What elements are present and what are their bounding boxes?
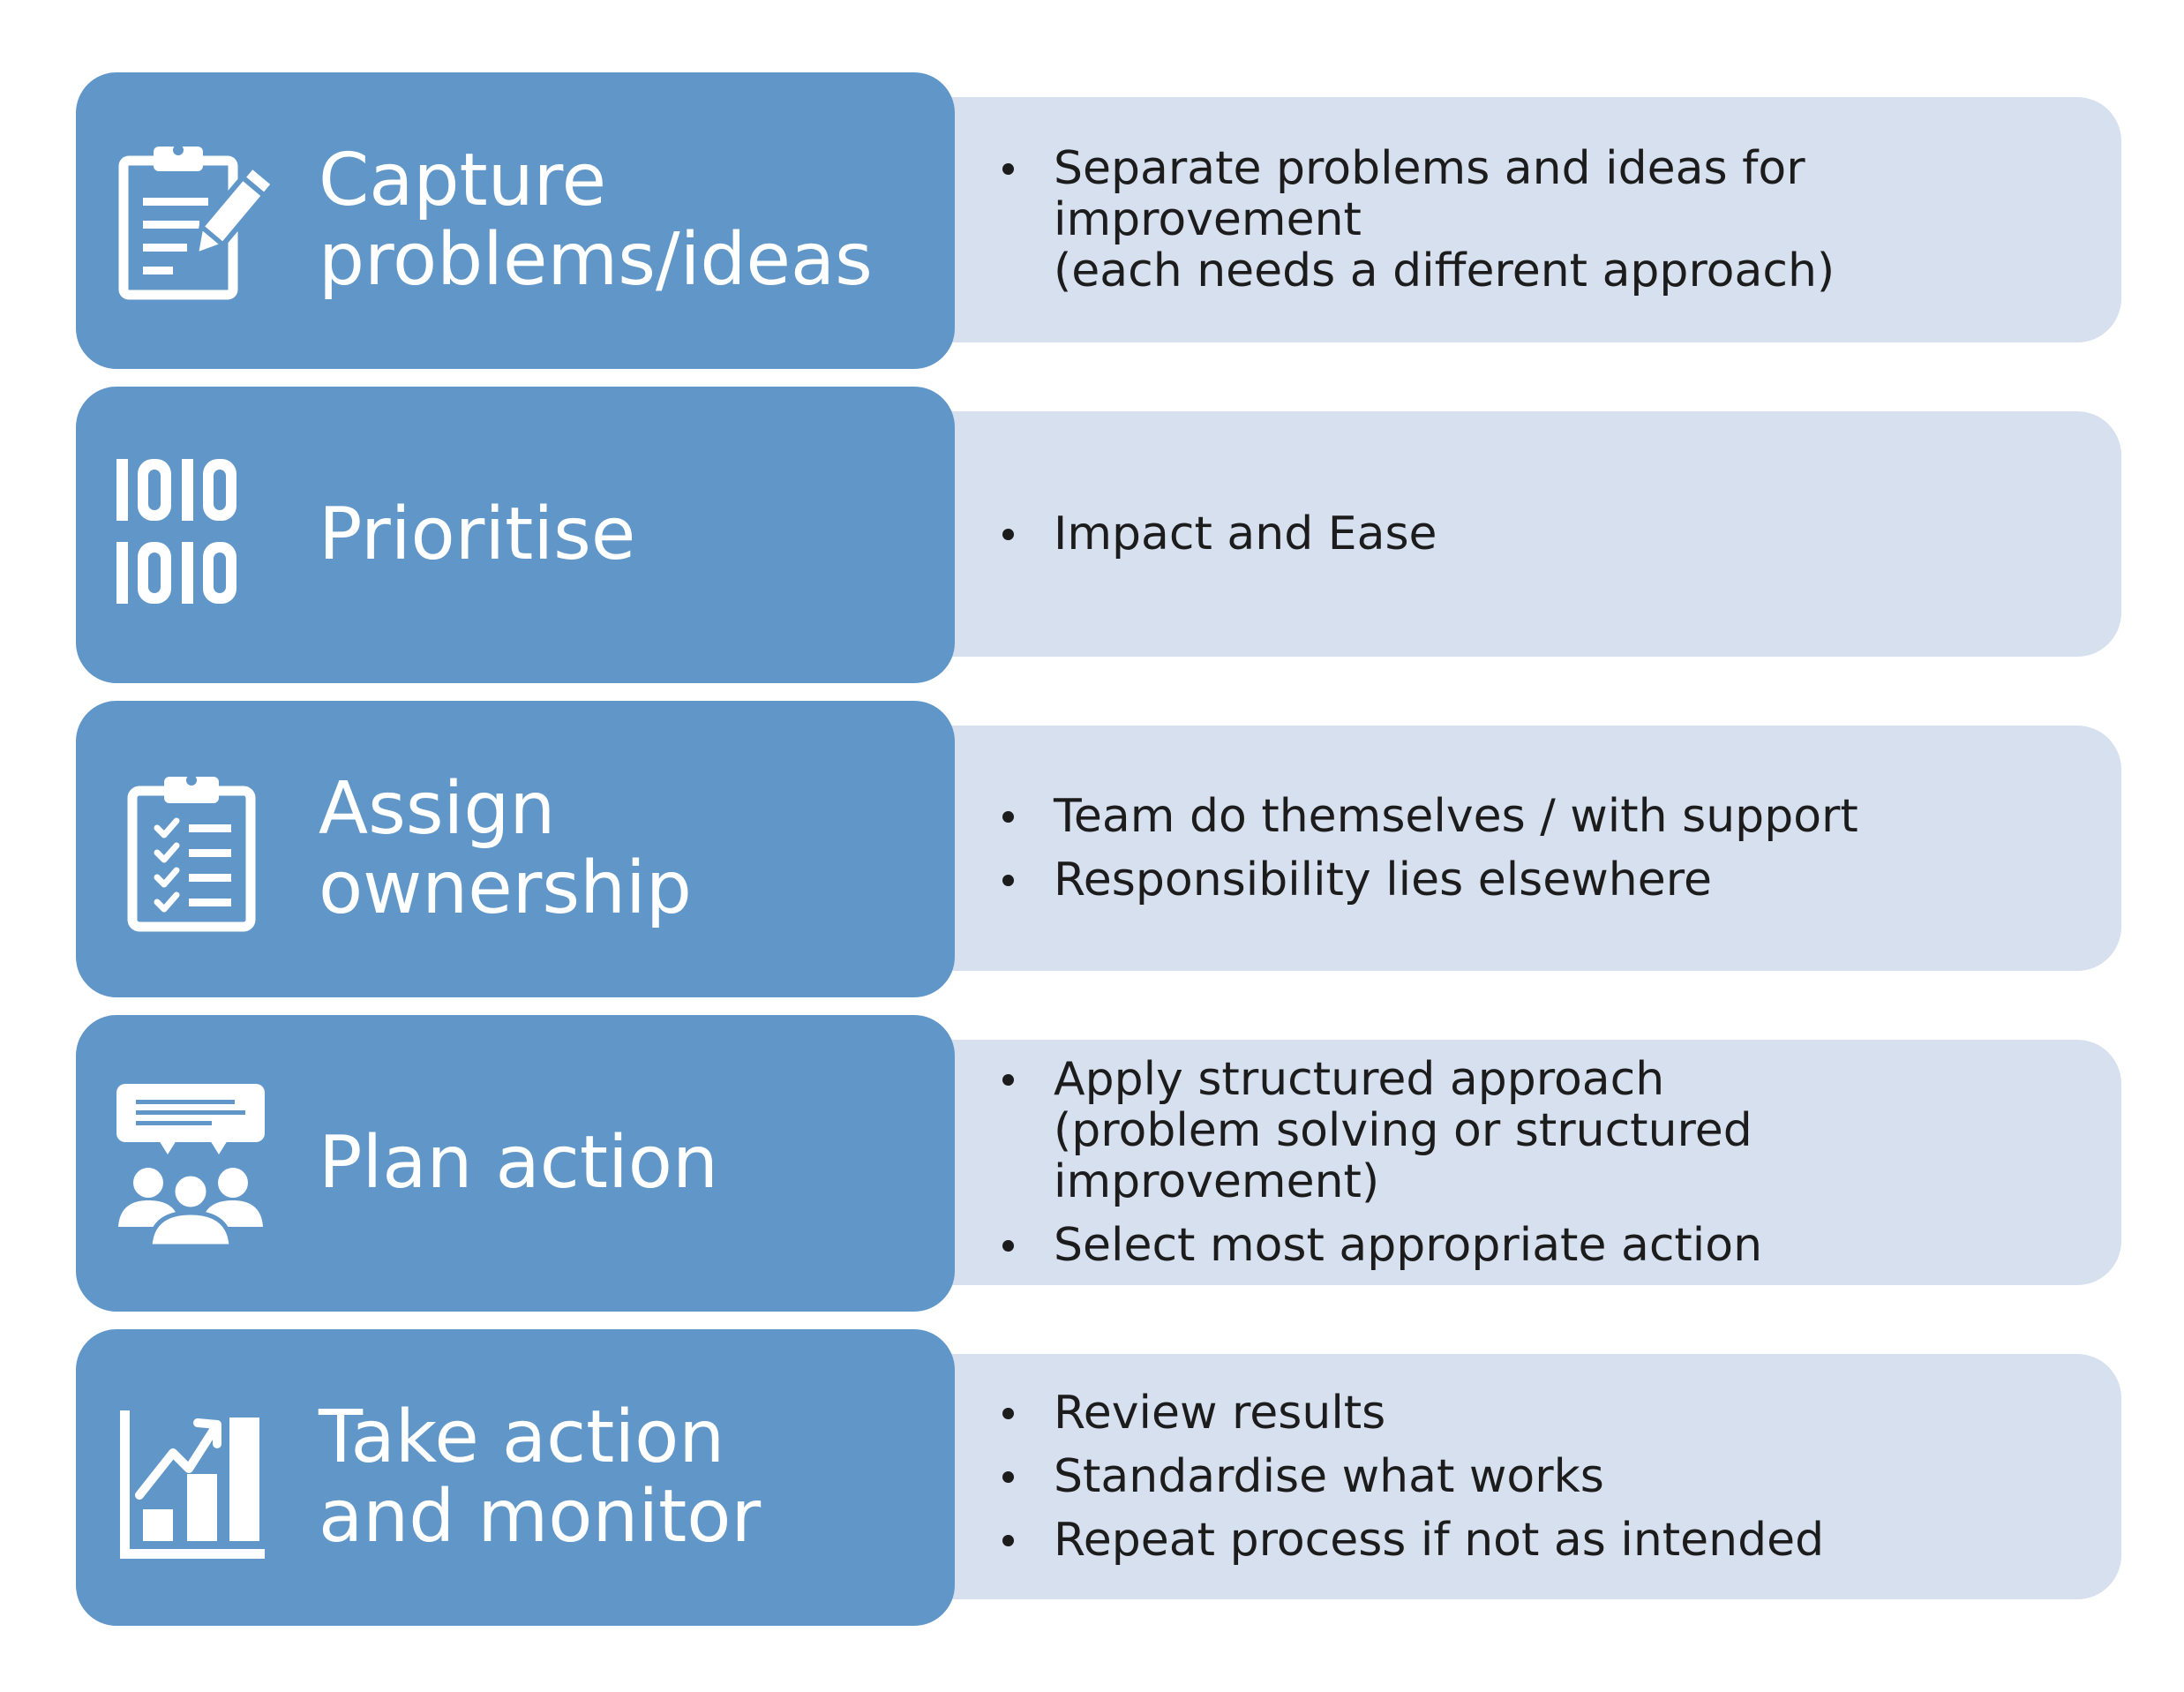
- detail-point: Impact and Ease: [1002, 508, 2086, 560]
- process-row-monitor: Review results Standardise what works Re…: [76, 1329, 2121, 1626]
- detail-point: Repeat process if not as intended: [1002, 1515, 2086, 1566]
- detail-list: Team do themselves / with support Respon…: [1002, 726, 2086, 971]
- detail-point: Team do themselves / with support: [1002, 791, 2086, 842]
- detail-list: Impact and Ease: [1002, 411, 2086, 657]
- detail-point: Apply structured approach (problem solvi…: [1002, 1054, 2086, 1207]
- detail-list: Apply structured approach (problem solvi…: [1002, 1040, 2086, 1285]
- detail-point: Select most appropriate action: [1002, 1220, 2086, 1271]
- detail-point: Responsibility lies elsewhere: [1002, 854, 2086, 906]
- step-title: Plan action: [319, 1121, 718, 1205]
- process-row-capture: Separate problems and ideas for improvem…: [76, 72, 2121, 369]
- step-title: Capture problems/ideas: [319, 139, 873, 302]
- detail-list: Review results Standardise what works Re…: [1002, 1354, 2086, 1599]
- binary-icon: [113, 450, 272, 620]
- team-meeting-icon: [113, 1079, 272, 1248]
- step-box: Plan action: [76, 1015, 955, 1312]
- detail-point: Standardise what works: [1002, 1451, 2086, 1502]
- clipboard-pencil-icon: [113, 136, 272, 305]
- step-title: Assign ownership: [319, 767, 692, 930]
- step-title: Take action and monitor: [319, 1395, 762, 1559]
- checklist-icon: [113, 764, 272, 934]
- process-row-prioritise: Impact and Ease: [76, 387, 2121, 683]
- process-row-assign: Team do themselves / with support Respon…: [76, 701, 2121, 997]
- step-box: Capture problems/ideas: [76, 72, 955, 369]
- step-box: Assign ownership: [76, 701, 955, 997]
- step-box: Prioritise: [76, 387, 955, 683]
- growth-chart-icon: [113, 1393, 272, 1562]
- process-row-plan: Apply structured approach (problem solvi…: [76, 1015, 2121, 1312]
- detail-list: Separate problems and ideas for improvem…: [1002, 97, 2086, 342]
- detail-point: Review results: [1002, 1387, 2086, 1439]
- detail-point: Separate problems and ideas for improvem…: [1002, 143, 2086, 297]
- step-title: Prioritise: [319, 493, 636, 576]
- step-box: Take action and monitor: [76, 1329, 955, 1626]
